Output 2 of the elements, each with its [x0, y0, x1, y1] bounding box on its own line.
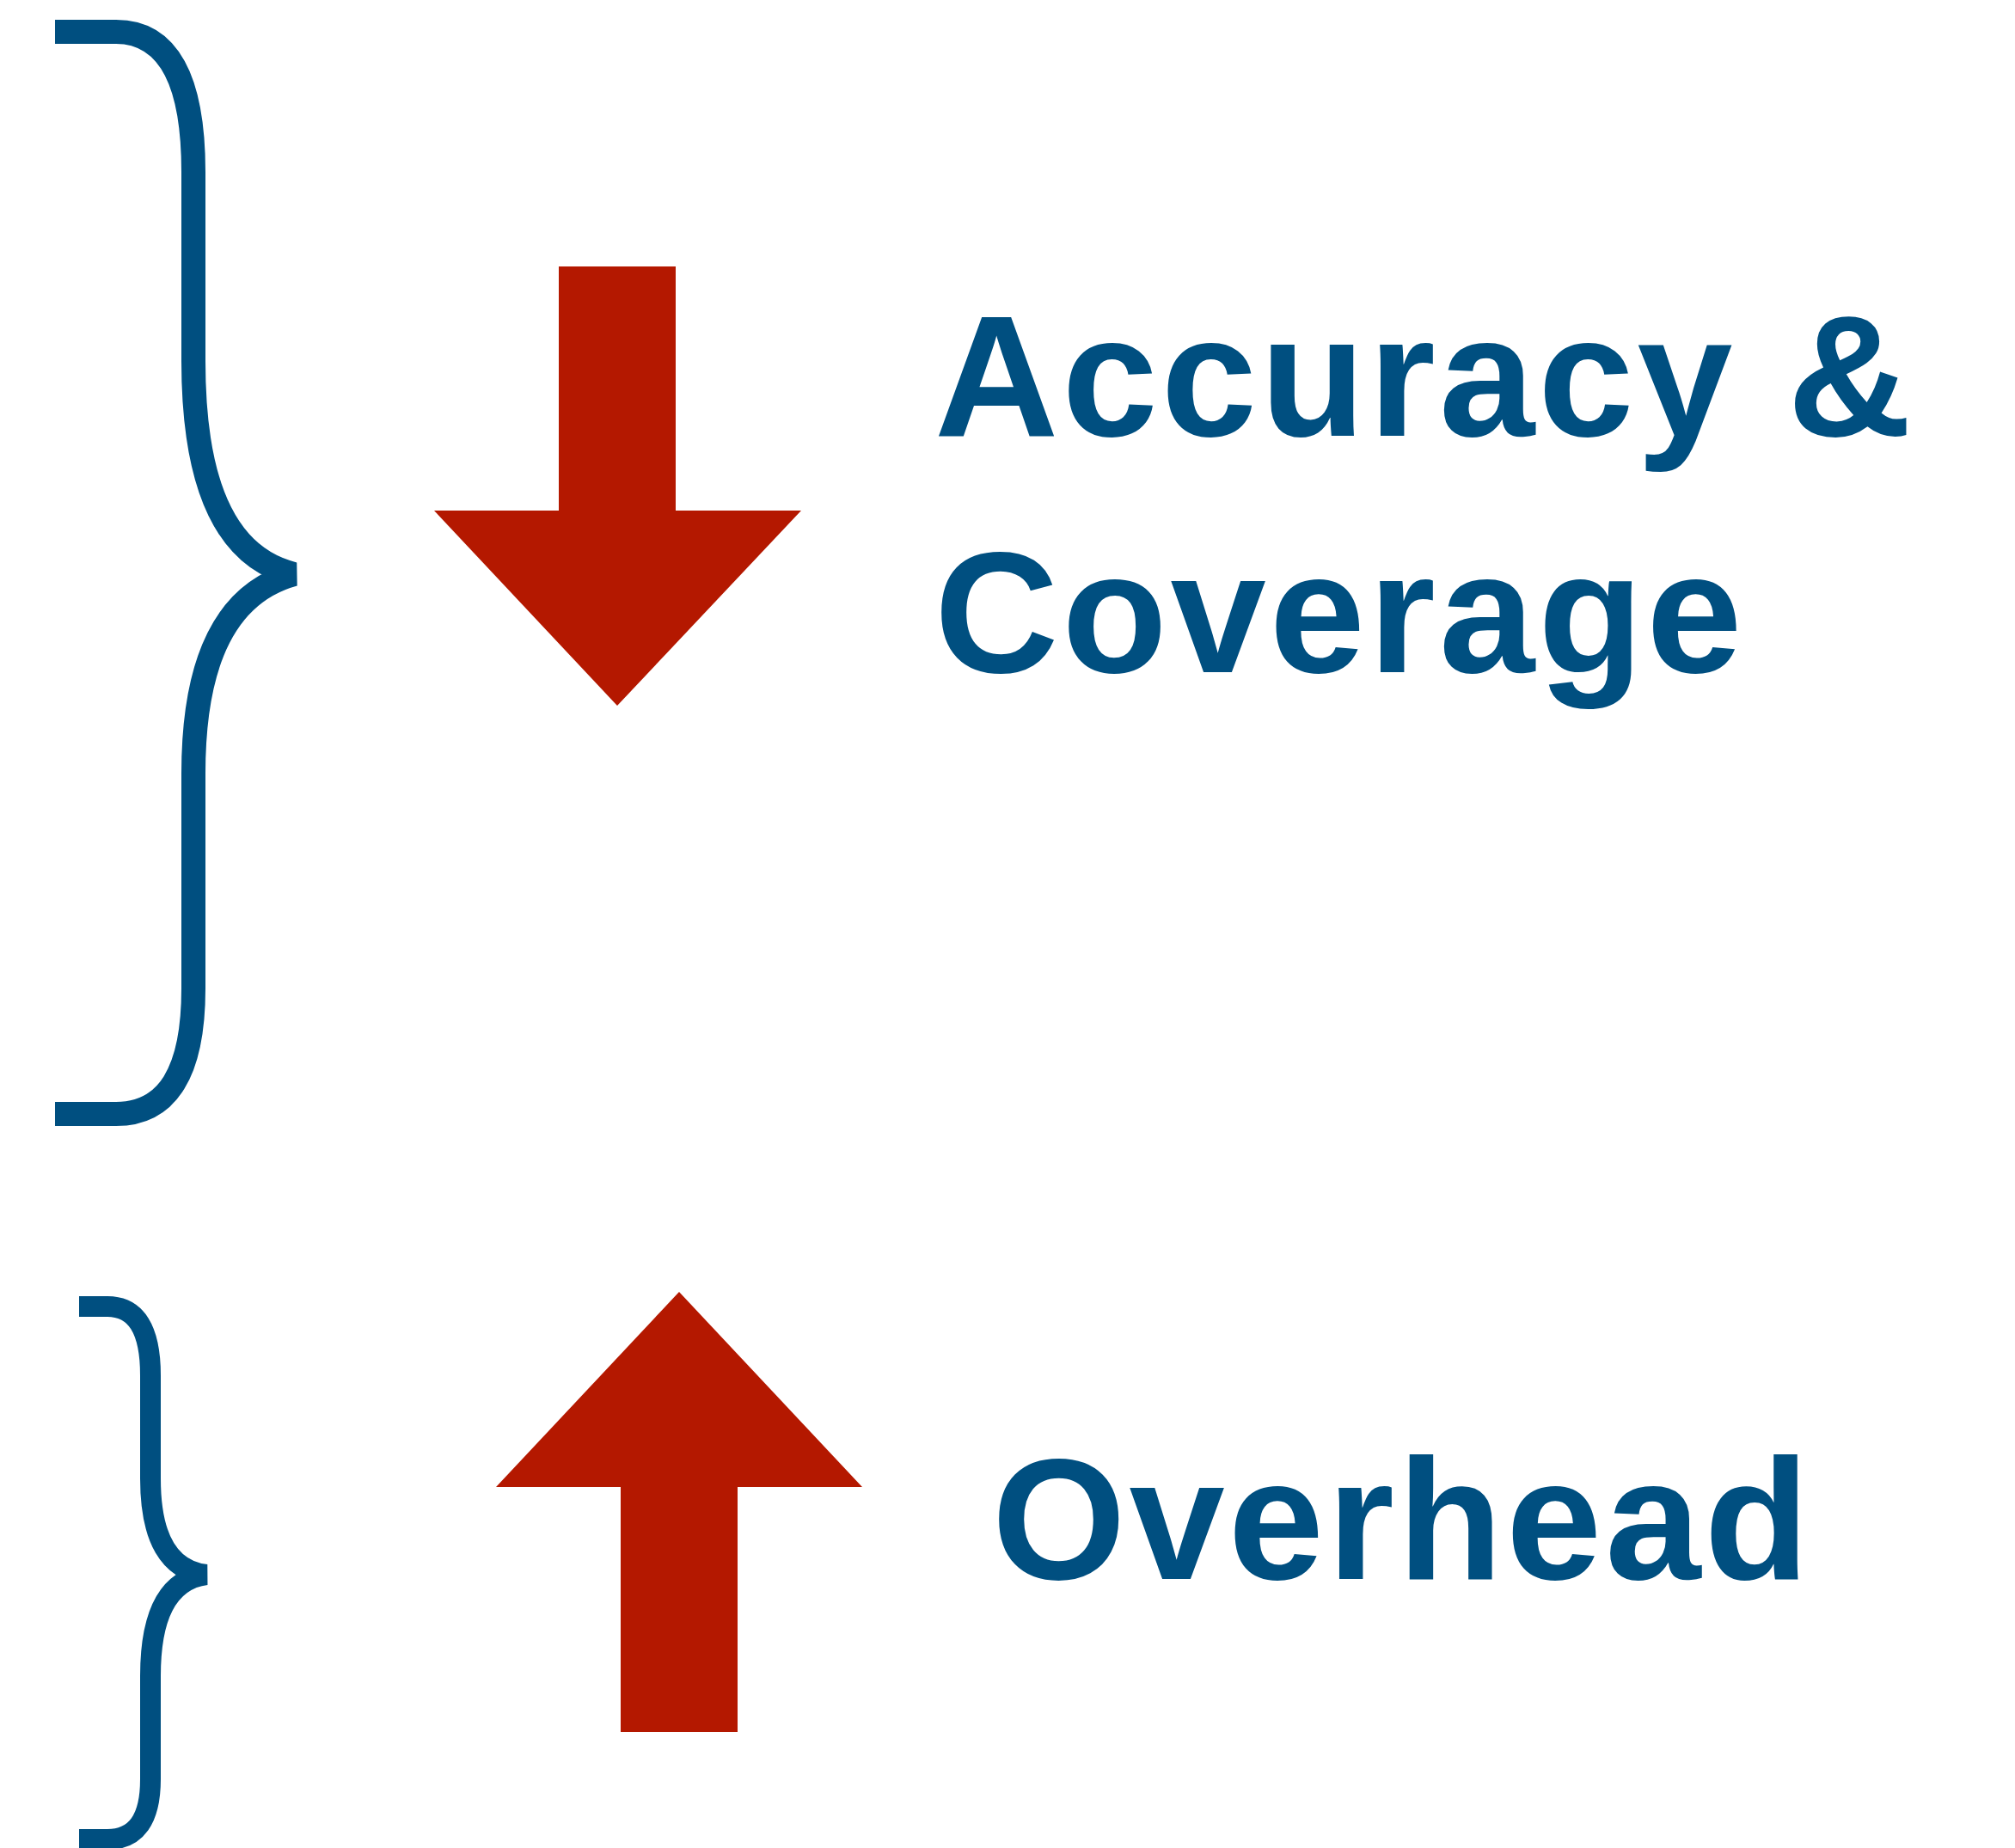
metric-label: Overhead: [992, 1423, 1813, 1617]
metric-label: Accuracy & Coverage: [934, 279, 1916, 711]
